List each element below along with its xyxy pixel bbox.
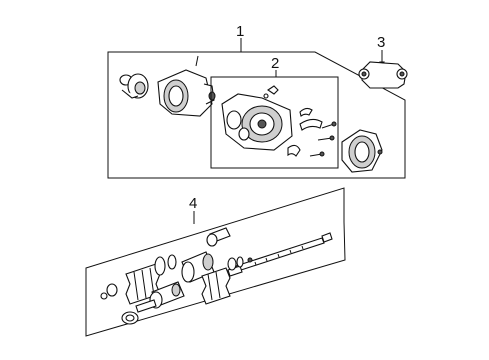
inner-cv-joint [135,281,185,313]
mount-bracket: 3 [358,34,408,89]
callout-4-label: 4 [189,195,197,212]
boot-lower [201,256,244,305]
rear-cover [341,129,383,173]
retaining-rings [100,257,253,325]
differential-carrier [221,85,293,151]
companion-flange [119,73,149,99]
gear-shims [287,107,337,157]
axle-frame [85,187,346,337]
callout-2-label: 2 [271,55,279,72]
assembly-frame [107,51,406,179]
differential-assembly-group: 1 2 [107,23,406,179]
axle-shaft-group: 4 [85,187,346,337]
callout-3-label: 3 [377,34,385,51]
front-housing [157,55,216,117]
internal-parts-frame [210,76,339,169]
drive-shaft [227,232,333,277]
callout-1-label: 1 [236,23,244,40]
